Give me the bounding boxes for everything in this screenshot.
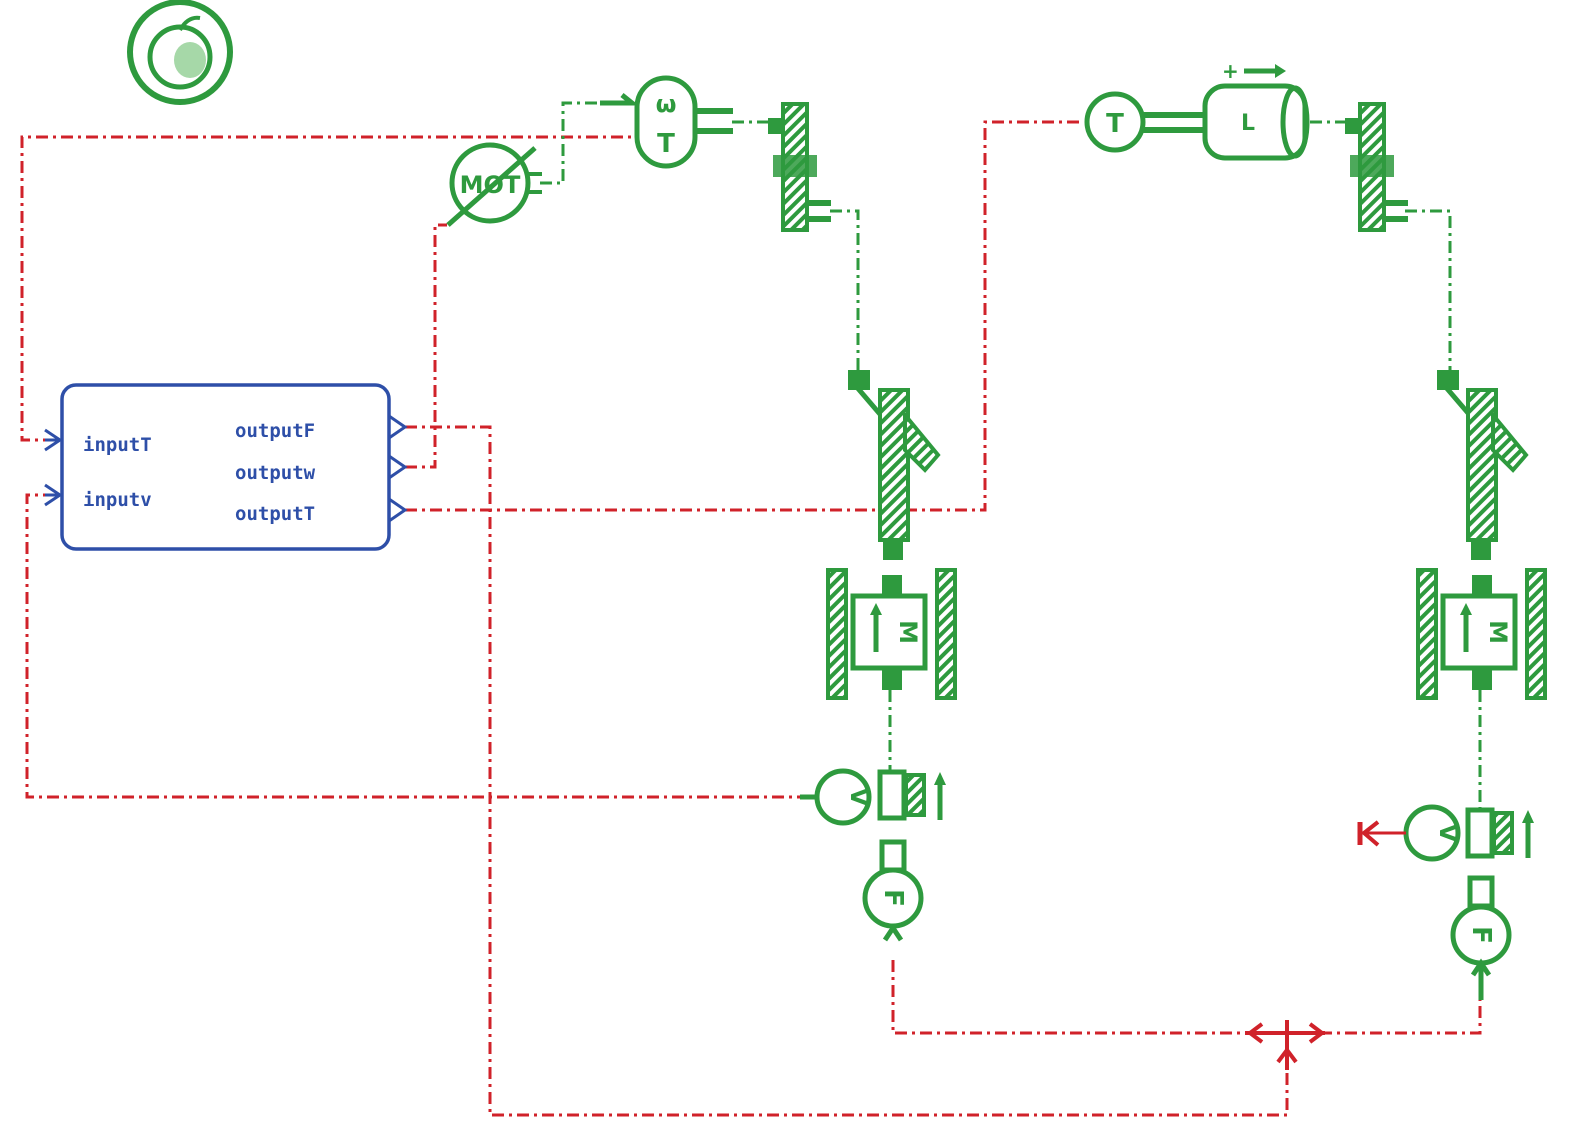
signal-junction-icon[interactable] [1245, 1020, 1326, 1070]
mass-left-label: M [894, 620, 922, 644]
mass-left[interactable]: M [826, 568, 957, 700]
velocity-sensor-left[interactable]: V [800, 768, 946, 873]
label-outputT: outputT [235, 503, 315, 525]
signal-wires [20, 120, 1482, 1117]
omega-label: ω [656, 90, 677, 118]
wire-inputv[interactable] [25, 493, 800, 799]
svg-text:+: + [1222, 59, 1239, 83]
input-port-arrow-icon[interactable] [44, 428, 63, 452]
force-source-right[interactable]: F [1450, 904, 1512, 1000]
direction-arrow-icon: + [1222, 59, 1286, 83]
torque-source[interactable]: T [1084, 91, 1205, 153]
controller-block[interactable]: inputT inputv outputF outputw outputT [44, 383, 408, 551]
velocity-left-label: V [845, 788, 873, 807]
lever-left[interactable] [848, 370, 941, 560]
velocity-sensor-right[interactable]: V [1357, 804, 1534, 909]
wire-inputT[interactable] [20, 135, 632, 442]
wire-outputF[interactable] [405, 425, 1289, 1117]
force-left-label: F [878, 889, 908, 907]
torque-source-label: T [1106, 109, 1124, 139]
torque-label: T [657, 129, 675, 159]
mechanical-links [540, 101, 1482, 810]
output-port-icon[interactable] [388, 497, 408, 523]
gear-left[interactable] [768, 102, 831, 232]
torque-speed-sensor[interactable]: ω T [600, 75, 733, 169]
label-inputv: inputv [83, 489, 152, 511]
velocity-right-label: V [1434, 824, 1462, 843]
label-outputw: outputw [235, 462, 316, 484]
label-inputT: inputT [83, 434, 152, 456]
mass-right[interactable]: M [1416, 568, 1547, 700]
input-port-arrow-icon[interactable] [44, 483, 63, 507]
rotary-inertia[interactable]: L + [1202, 59, 1310, 161]
apple-logo-icon [127, 0, 233, 105]
output-port-icon[interactable] [388, 414, 408, 440]
gear-right[interactable] [1345, 102, 1408, 232]
force-source-left[interactable]: F [862, 867, 924, 942]
label-outputF: outputF [235, 420, 315, 442]
signal-output-arrow-icon [1357, 820, 1406, 847]
wire-outputw[interactable] [405, 223, 447, 469]
lever-right[interactable] [1437, 370, 1529, 560]
inertia-label: L [1241, 111, 1255, 136]
wire-force-left[interactable] [891, 960, 1250, 1035]
motor-component[interactable]: MOT [446, 142, 542, 227]
mass-right-label: M [1484, 620, 1512, 644]
output-port-icon[interactable] [388, 454, 408, 480]
wire-force-right[interactable] [1320, 1000, 1482, 1035]
force-right-label: F [1466, 926, 1496, 944]
